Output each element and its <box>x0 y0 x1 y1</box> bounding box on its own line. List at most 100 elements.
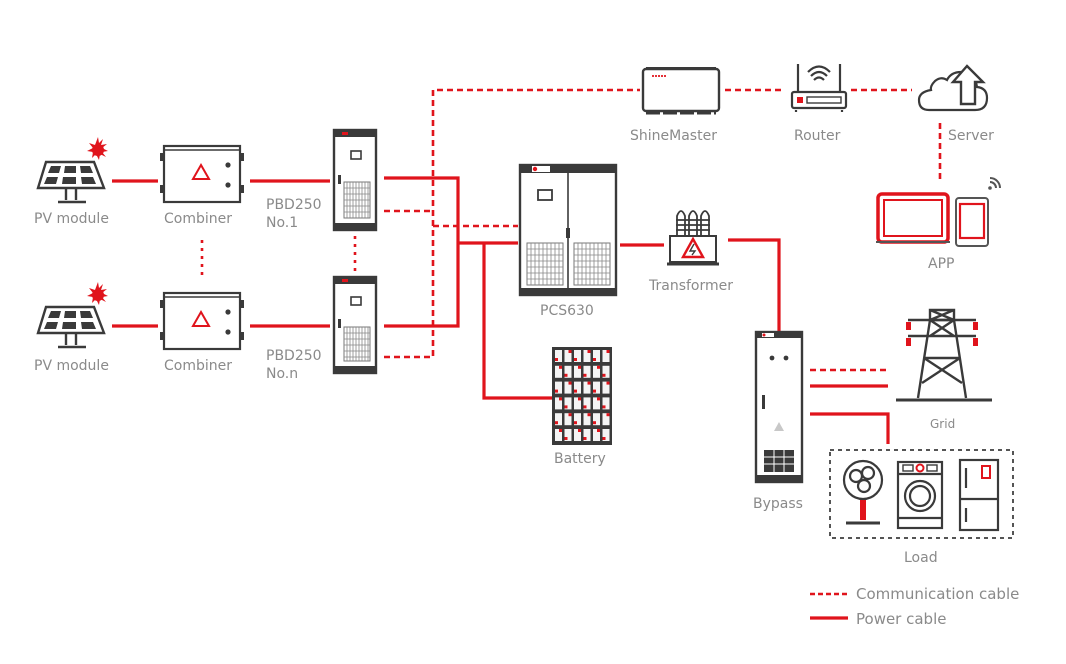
router[interactable]: Router <box>790 64 848 144</box>
battery-cell-terminal <box>564 437 568 440</box>
battery-cell-terminal <box>578 429 581 432</box>
battery-cell-terminal <box>593 358 596 361</box>
grid-label: Grid <box>930 417 955 431</box>
battery-cell-terminal <box>559 397 562 401</box>
battery-cell-terminal <box>559 429 562 432</box>
battery-cell-terminal <box>597 429 600 432</box>
shinemaster-label: ShineMaster <box>630 128 717 144</box>
combiner-1[interactable]: Combiner <box>160 144 244 227</box>
pbd250-non-model: PBD250 <box>266 348 322 364</box>
legend: Communication cable Power cable <box>810 585 1019 628</box>
grid[interactable]: Grid <box>896 308 992 431</box>
battery-cell-terminal <box>578 365 581 369</box>
solar-panel-icon <box>36 282 108 349</box>
battery-cell-terminal <box>606 350 610 353</box>
pcs630-label: PCS630 <box>540 303 594 319</box>
battery-cell <box>555 429 562 441</box>
battery-cell-terminal <box>593 389 596 393</box>
combiner-box-icon <box>160 291 244 351</box>
server-label: Server <box>948 128 994 144</box>
battery-cell <box>564 381 572 394</box>
battery-cell-terminal <box>593 421 596 425</box>
server[interactable]: Server <box>917 64 994 144</box>
battery-cell <box>574 365 581 378</box>
combiner-box-icon <box>160 144 244 204</box>
battery-cell <box>602 350 610 362</box>
solar-panel-icon <box>36 137 108 204</box>
cabinet-icon <box>332 275 378 375</box>
warning-icon <box>191 309 211 327</box>
battery-cell-terminal <box>564 405 568 409</box>
power-cable-battery <box>482 243 552 400</box>
battery-cell <box>593 413 600 426</box>
pbd250-non[interactable]: PBD250 No.n <box>266 275 378 382</box>
power-cable-bypass-load <box>810 412 890 444</box>
battery-cell <box>555 350 562 362</box>
transformer-icon <box>667 210 719 266</box>
pbd250-no1[interactable]: PBD250 No.1 <box>266 128 378 232</box>
battery[interactable]: Battery <box>552 347 612 467</box>
battery-cell <box>574 397 581 410</box>
transformer-label: Transformer <box>648 278 733 294</box>
bypass[interactable]: Bypass <box>753 330 804 512</box>
battery-cell-terminal <box>559 365 562 369</box>
battery-cell-terminal <box>555 421 558 425</box>
router-icon <box>790 64 848 112</box>
power-cable-transformer-bypass <box>728 238 781 331</box>
battery-cell <box>583 381 591 394</box>
battery-label: Battery <box>554 451 606 467</box>
battery-cell <box>602 413 610 426</box>
pv-module-1-label: PV module <box>34 211 109 227</box>
communication-cables <box>200 88 942 372</box>
battery-cell-terminal <box>602 373 606 377</box>
pbd250-no1-model: PBD250 <box>266 197 322 213</box>
battery-cell-terminal <box>606 381 610 385</box>
battery-cell-terminal <box>602 437 606 440</box>
battery-cell <box>593 381 600 394</box>
cabinet-icon <box>332 128 378 232</box>
pv-module-n[interactable]: PV module <box>34 282 109 374</box>
pbd250-no1-number: No.1 <box>266 215 298 231</box>
tablet-phone-icon <box>876 177 1001 247</box>
washing-machine-icon <box>896 460 944 530</box>
combiner-n[interactable]: Combiner <box>160 291 244 374</box>
bypass-label: Bypass <box>753 496 803 512</box>
legend-power-label: Power cable <box>856 610 946 628</box>
power-bus-pbd-to-pcs <box>384 176 460 328</box>
battery-cell-terminal <box>568 413 572 417</box>
battery-cell <box>555 365 562 378</box>
wifi-icon <box>988 177 1001 190</box>
pv-module-1[interactable]: PV module <box>34 137 109 227</box>
battery-cell <box>564 397 572 410</box>
battery-cell-terminal <box>574 358 577 361</box>
transmission-tower-icon <box>896 308 992 402</box>
load-label: Load <box>904 550 938 566</box>
sun-icon <box>87 137 108 160</box>
app[interactable]: APP <box>876 177 1001 272</box>
battery-cell <box>574 413 581 426</box>
battery-cell-terminal <box>606 413 610 417</box>
pcs630[interactable]: PCS630 <box>518 163 618 319</box>
battery-cell <box>564 429 572 441</box>
battery-cell <box>583 429 591 441</box>
transformer[interactable]: Transformer <box>648 210 733 294</box>
load[interactable]: Load <box>829 449 1014 566</box>
bypass-cabinet-icon <box>754 330 804 484</box>
router-label: Router <box>794 128 841 144</box>
battery-cell <box>593 429 600 441</box>
double-cabinet-icon <box>518 163 618 297</box>
power-cables <box>112 176 890 444</box>
battery-cell-terminal <box>597 365 600 369</box>
battery-cell-terminal <box>574 389 577 393</box>
battery-cell <box>564 413 572 426</box>
battery-cell-terminal <box>583 437 587 440</box>
comm-cable-pbd-to-shinemaster <box>384 88 640 359</box>
battery-cell-terminal <box>587 350 591 353</box>
battery-cell-terminal <box>578 397 581 401</box>
fan-icon <box>842 459 884 525</box>
shinemaster[interactable]: ShineMaster <box>630 67 721 144</box>
battery-cell <box>583 397 591 410</box>
legend-communication-label: Communication cable <box>856 585 1019 603</box>
battery-cell <box>574 381 581 394</box>
